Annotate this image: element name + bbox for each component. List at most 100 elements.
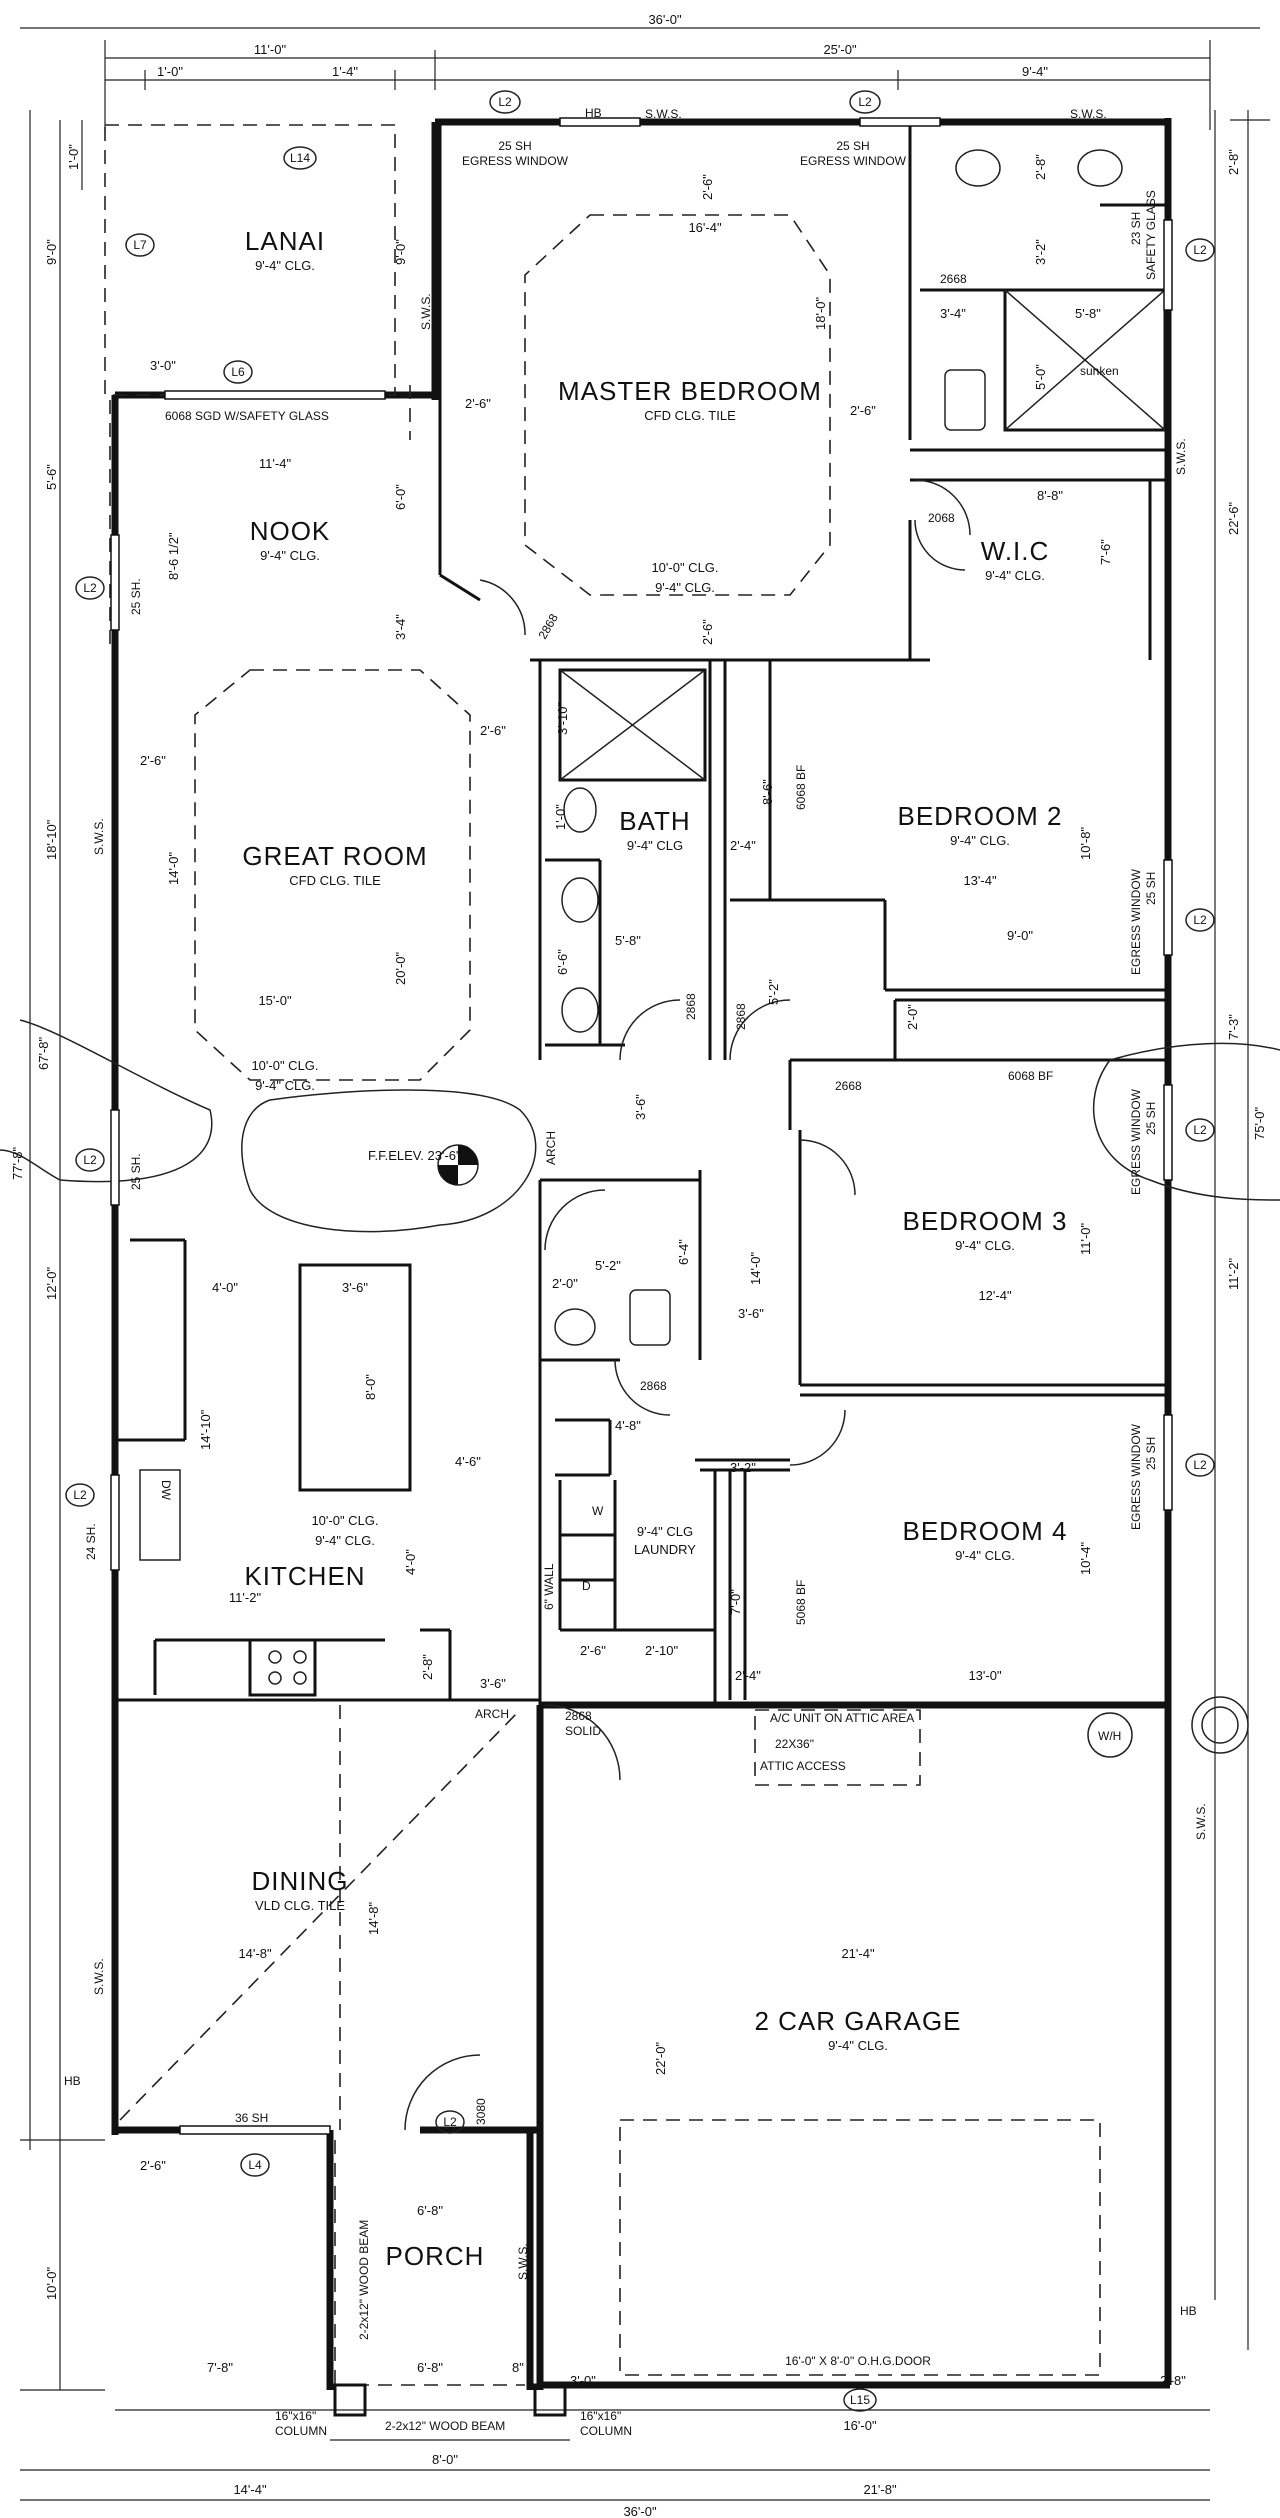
room-master-bedroom-clg: CFD CLG. TILE [644, 408, 736, 423]
dim-right-75-0: 75'-0" [1252, 1106, 1267, 1140]
dim-mbath-3-4: 3'-4" [940, 306, 966, 321]
sws-lanai: S.W.S. [419, 293, 433, 330]
dim-gr-15-0: 15'-0" [258, 993, 292, 1008]
dim-bath-1-0: 1'-0" [553, 804, 568, 830]
attic-access: ATTIC ACCESS [760, 1759, 846, 1773]
egress-bedroom3: EGRESS WINDOW [1129, 1088, 1143, 1195]
door-5068bf-bed4: 5068 BF [794, 1580, 808, 1625]
door-2068-wic: 2068 [928, 511, 955, 525]
tag-l2-porch: L2 [443, 2115, 457, 2129]
dim-mbath-5-8: 5'-8" [1075, 306, 1101, 321]
washer-label: W [592, 1504, 604, 1518]
sws-porch: S.W.S. [516, 2243, 530, 2280]
tag-l14: L14 [290, 151, 310, 165]
dim-bottom-16-0: 16'-0" [843, 2418, 877, 2433]
dim-bottom-36-0: 36'-0" [623, 2504, 657, 2518]
dim-garage-21-4: 21'-4" [841, 1946, 875, 1961]
dim-top-9-4: 9'-4" [1022, 64, 1048, 79]
dim-k-9-4-clg: 9'-4" CLG. [315, 1533, 375, 1548]
dim-l-2-4: 2'-4" [735, 1668, 761, 1683]
window-23sh: 23 SH [1129, 212, 1143, 245]
room-lanai-name: LANAI [245, 226, 325, 256]
dim-nook-11-4: 11'-4" [259, 456, 292, 471]
dim-b2-13-4: 13'-4" [963, 873, 997, 888]
dim-left-1-0: 1'-0" [66, 144, 81, 170]
dim-top-1-0: 1'-0" [157, 64, 183, 79]
room-bedroom4-clg: 9'-4" CLG. [955, 1548, 1015, 1563]
dim-k-3-6: 3'-6" [342, 1280, 368, 1295]
tag-l2-great: L2 [83, 1153, 97, 1167]
dim-bottom-21-8: 21'-8" [863, 2482, 897, 2497]
dim-bath-5-8: 5'-8" [615, 933, 641, 948]
dim-mb-10-0-clg: 10'-0" CLG. [651, 560, 718, 575]
hose-bib-top: HB [585, 106, 602, 120]
room-kitchen-name: KITCHEN [244, 1561, 365, 1591]
door-2668-mbath: 2668 [940, 272, 967, 286]
room-wic-clg: 9'-4" CLG. [985, 568, 1045, 583]
dim-bath-3-10: 3'-10" [555, 701, 570, 735]
door-3080-entry: 3080 [474, 2098, 488, 2125]
dim-porch-6-8-bottom: 6'-8" [417, 2360, 443, 2375]
dim-dining-14-8-v: 14'-8" [366, 1901, 381, 1935]
room-nook-name: NOOK [250, 516, 331, 546]
dryer-label: D [582, 1579, 591, 1593]
window-25sh-nook: 25 SH. [129, 578, 143, 615]
dim-hb-5-2: 5'-2" [595, 1258, 621, 1273]
room-bedroom4-name: BEDROOM 4 [902, 1516, 1067, 1546]
dim-porch-7-8: 7'-8" [207, 2360, 233, 2375]
room-master-bedroom-name: MASTER BEDROOM [558, 376, 822, 406]
arch-note-hall: ARCH [544, 1131, 558, 1165]
dim-hall-14-0: 14'-0" [748, 1251, 763, 1285]
room-porch-name: PORCH [386, 2241, 485, 2271]
door-2868-master: 2868 [535, 611, 561, 641]
dim-hall-3-6: 3'-6" [633, 1094, 648, 1120]
window-24sh-kitchen: 24 SH. [84, 1523, 98, 1560]
dim-left-5-6: 5'-6" [44, 464, 59, 490]
dim-mb-18-0: 18'-0" [813, 296, 828, 330]
window-25sh-bedroom4: 25 SH [1144, 1437, 1158, 1470]
room-laundry-name: LAUNDRY [634, 1542, 696, 1557]
egress-top-left-note: EGRESS WINDOW [462, 154, 569, 168]
room-dining-name: DINING [252, 1866, 349, 1896]
tag-l6: L6 [231, 365, 245, 379]
dim-mbath-3-2: 3'-2" [1033, 239, 1048, 265]
sws-right-top: S.W.S. [1174, 438, 1188, 475]
dim-b2-9-0: 9'-0" [1007, 928, 1033, 943]
tag-l2-top-left: L2 [498, 95, 512, 109]
dimension-lines [20, 27, 1270, 2501]
hose-bib-right: HB [1180, 2304, 1197, 2318]
door-2868-linen: 2868 [734, 1003, 748, 1030]
dim-k-4-0: 4'-0" [212, 1280, 238, 1295]
dim-mbath-5-0: 5'-0" [1033, 364, 1048, 390]
ceiling-outlines [109, 214, 831, 1081]
dim-gr-10-0-clg: 10'-0" CLG. [251, 1058, 318, 1073]
dim-left-12-0: 12'-0" [44, 1266, 59, 1300]
dim-lanai-3-0: 3'-0" [150, 358, 176, 373]
door-6068bf-bed2: 6068 BF [794, 765, 808, 810]
tag-l15: L15 [850, 2393, 870, 2407]
windows [110, 117, 1173, 2135]
door-2668-bed3: 2668 [835, 1079, 862, 1093]
dim-b4-13-0: 13'-0" [968, 1668, 1002, 1683]
dim-top-25-0: 25'-0" [823, 42, 857, 57]
door-codes: 2868 2668 2068 2868 2868 6068 BF 2668 60… [474, 272, 1053, 2125]
dim-k-3-6b: 3'-6" [480, 1676, 506, 1691]
dim-hb-2-0: 2'-0" [552, 1276, 578, 1291]
sunken-note: sunken [1080, 364, 1119, 378]
door-6068bf-bed3: 6068 BF [1008, 1069, 1053, 1083]
egress-bedroom2: EGRESS WINDOW [1129, 868, 1143, 975]
tag-l2-nook: L2 [83, 581, 97, 595]
dim-b4-10-4: 10'-4" [1078, 1541, 1093, 1575]
dim-left-9-0: 9'-0" [44, 239, 59, 265]
sws-top-left: S.W.S. [645, 107, 682, 121]
dim-gr-20-0: 20'-0" [393, 951, 408, 985]
dim-gr-2-6-right: 2'-6" [480, 723, 506, 738]
egress-top-right-size: 25 SH [836, 139, 869, 153]
dim-b2-2-0: 2'-0" [905, 1004, 920, 1030]
wall-6-note: 6" WALL [542, 1563, 556, 1610]
ac-unit-note: A/C UNIT ON ATTIC AREA [770, 1711, 914, 1725]
dim-gr-14-0: 14'-0" [166, 851, 181, 885]
dim-mbath-2-8: 2'-8" [1033, 154, 1048, 180]
dim-bath-2-4: 2'-4" [730, 838, 756, 853]
